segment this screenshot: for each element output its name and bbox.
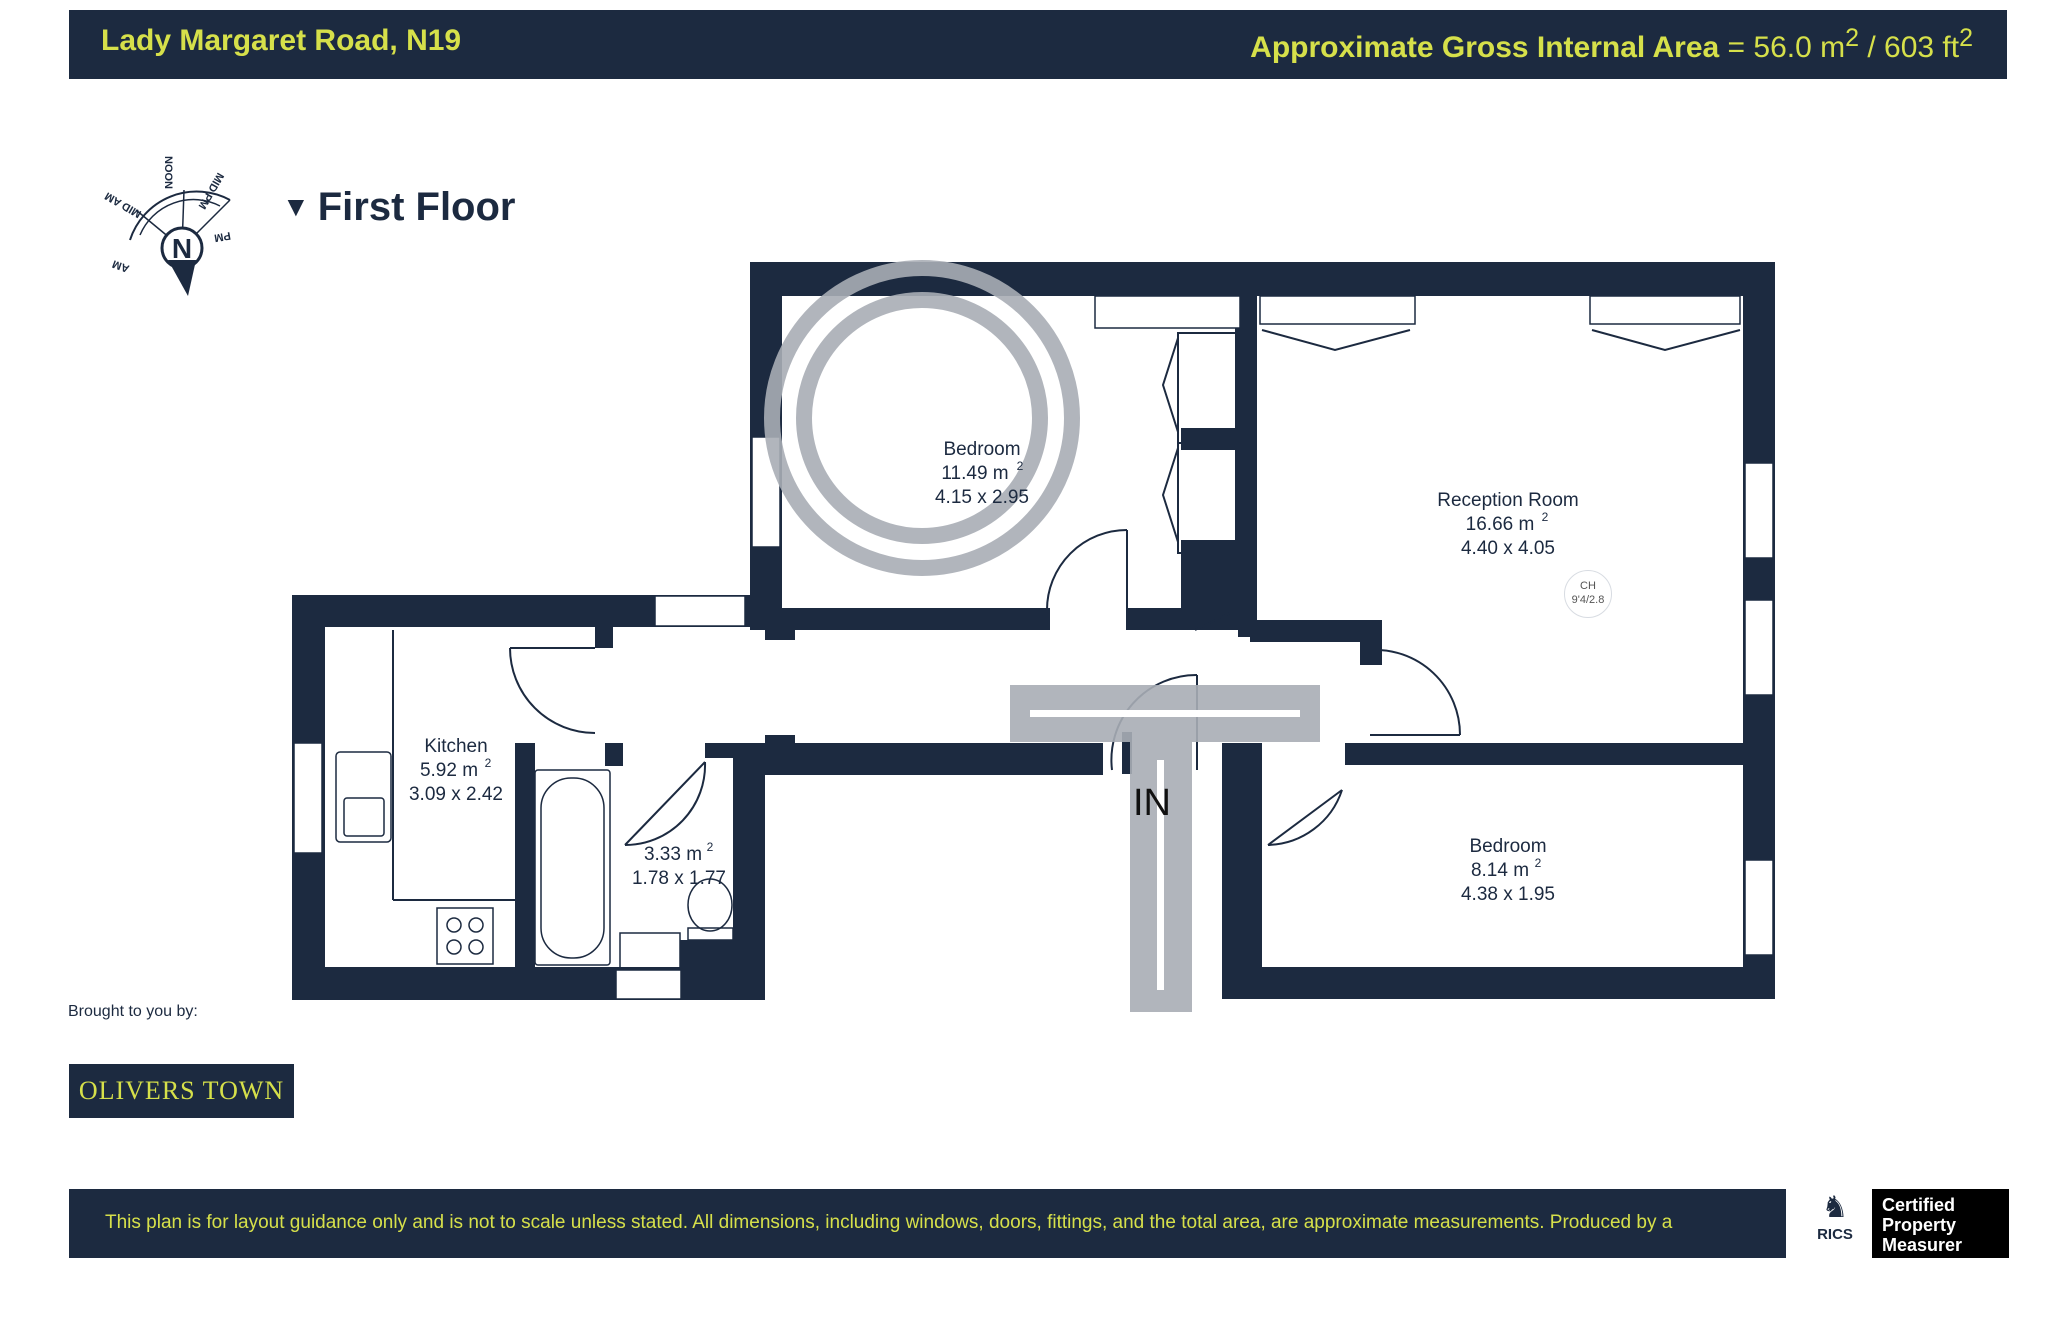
gross-area: Approximate Gross Internal Area = 56.0 m… [1250,24,1973,64]
area-sqft: / 603 ft [1859,31,1960,64]
walls [292,262,1775,1000]
bedroom2-dims: 4.38 x 1.95 [1461,884,1555,905]
rics-logo: ♞ RICS [1803,1190,1867,1258]
cupboards [392,329,1741,901]
entrance-label: IN [1133,782,1171,824]
svg-text:2: 2 [485,756,492,770]
disclaimer-text: This plan is for layout guidance only an… [105,1212,1673,1233]
reception-area: 16.66 m [1466,514,1535,535]
compass-icon: N NOON MID PM PM MID AM AM [103,156,232,296]
kitchen-area: 5.92 m [420,760,478,781]
svg-text:2: 2 [1542,510,1549,524]
kitchen-name: Kitchen [424,736,487,757]
bedroom1-dims: 4.15 x 2.95 [935,487,1029,508]
svg-text:2: 2 [707,840,714,854]
floor-title: ▼First Floor [282,185,516,229]
windows [293,295,1774,1000]
svg-text:2: 2 [1535,856,1542,870]
svg-text:AM: AM [111,257,131,274]
bathroom-area: 3.33 m [644,844,702,865]
watermark-logo [764,260,1080,576]
reception-dims: 4.40 x 4.05 [1461,538,1555,559]
bedroom2-name: Bedroom [1469,836,1546,857]
rics-lion-icon: ♞ [1821,1191,1849,1224]
kitchen-dims: 3.09 x 2.42 [409,784,503,805]
agent-logo: OLIVERS TOWN [69,1064,294,1118]
bedroom2-area: 8.14 m [1471,860,1529,881]
room-labels: Bedroom 11.49 m 2 4.15 x 2.95 Reception … [409,439,1579,905]
header-bar: Lady Margaret Road, N19 Approximate Gros… [69,10,2007,79]
triangle-down-icon: ▼ [282,191,310,222]
svg-text:PM: PM [213,229,231,244]
entrance-arrow [1010,685,1320,1012]
ceiling-height: CH 9'4/2.8 [1564,570,1612,618]
bedroom1-name: Bedroom [943,439,1020,460]
svg-text:NOON: NOON [162,156,174,189]
reception-name: Reception Room [1437,490,1579,511]
area-sqm: = 56.0 m [1727,31,1846,64]
fixtures [335,751,734,969]
brought-by-text: Brought to you by: [68,1003,198,1020]
property-address: Lady Margaret Road, N19 [101,24,462,57]
footer-bar: This plan is for layout guidance only an… [69,1189,1786,1258]
bedroom1-area: 11.49 m [941,463,1008,484]
compass-north: N [172,233,192,264]
area-label: Approximate Gross Internal Area [1250,31,1720,64]
svg-text:2: 2 [1017,459,1024,473]
certified-measurer-badge: Certified Property Measurer [1872,1189,2009,1258]
bathroom-dims: 1.78 x 1.77 [632,868,726,889]
